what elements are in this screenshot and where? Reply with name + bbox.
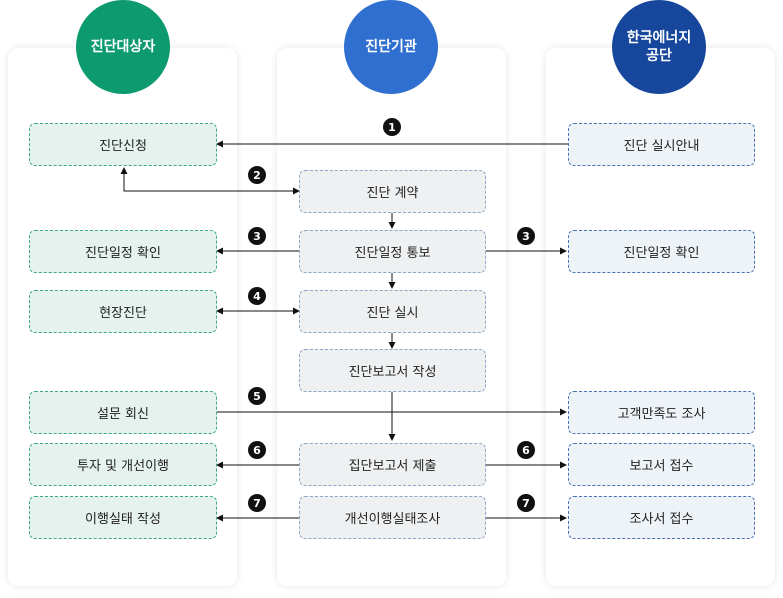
box-onsite: 현장진단	[29, 290, 217, 333]
box-improve-survey: 개선이행실태조사	[299, 496, 486, 539]
step-badge-1: 1	[383, 118, 401, 136]
lane-header-target: 진단대상자	[76, 0, 170, 94]
box-apply: 진단신청	[29, 123, 217, 166]
step-badge-5: 5	[248, 387, 266, 405]
step-badge-6-right: 6	[517, 441, 535, 459]
box-schedule-confirm-right: 진단일정 확인	[568, 230, 755, 273]
step-badge-7-left: 7	[248, 494, 266, 512]
box-survey-receive: 조사서 접수	[568, 496, 755, 539]
step-badge-3-right: 3	[517, 227, 535, 245]
step-badge-2: 2	[248, 166, 266, 184]
box-schedule-notice: 진단일정 통보	[299, 230, 486, 273]
step-badge-3-left: 3	[248, 227, 266, 245]
box-status-write: 이행실태 작성	[29, 496, 217, 539]
box-perform: 진단 실시	[299, 290, 486, 333]
lane-header-agency: 진단기관	[344, 0, 438, 94]
box-guide: 진단 실시안내	[568, 123, 755, 166]
lane-header-corp: 한국에너지 공단	[612, 0, 706, 94]
arrow-step-2	[120, 167, 300, 195]
box-schedule-confirm-left: 진단일정 확인	[29, 230, 217, 273]
step-badge-4: 4	[248, 287, 266, 305]
step-badge-7-right: 7	[517, 494, 535, 512]
box-report-write: 진단보고서 작성	[299, 349, 486, 392]
step-badge-6-left: 6	[248, 441, 266, 459]
box-satisfaction: 고객만족도 조사	[568, 391, 755, 434]
box-contract: 진단 계약	[299, 170, 486, 213]
box-report-submit: 집단보고서 제출	[299, 443, 486, 486]
box-report-receive: 보고서 접수	[568, 443, 755, 486]
box-survey-reply: 설문 회신	[29, 391, 217, 434]
box-invest: 투자 및 개선이행	[29, 443, 217, 486]
